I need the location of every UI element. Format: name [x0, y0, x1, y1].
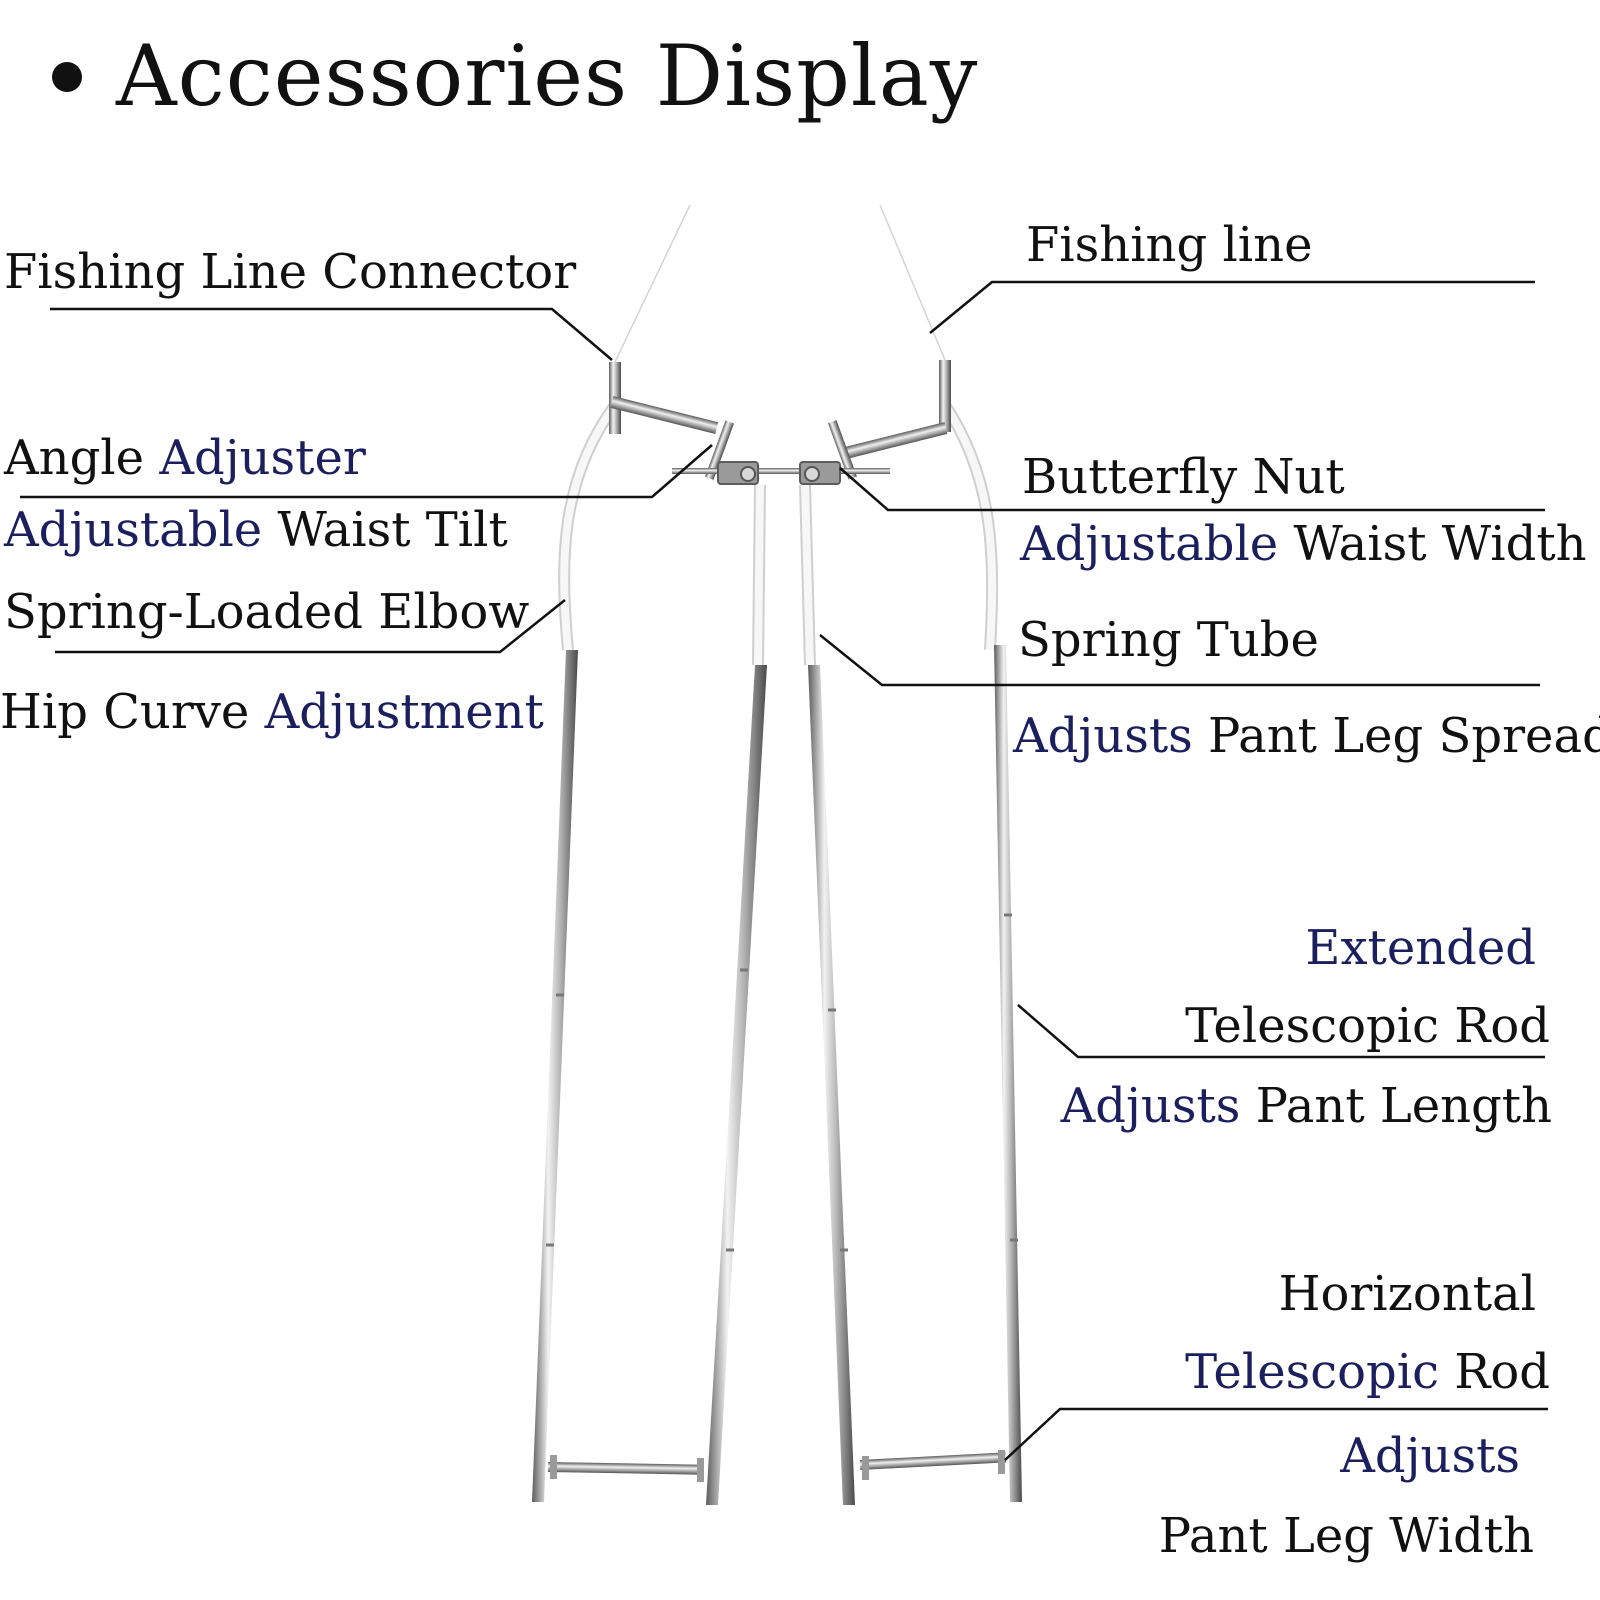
spring-tubes	[558, 401, 999, 666]
telescopic-rods	[532, 645, 1022, 1505]
page-title: Accessories Display	[52, 26, 978, 126]
label-extended: Extended	[1305, 920, 1536, 976]
label-fishing-line-connector: Fishing Line Connector	[4, 244, 577, 300]
page-title-text: Accessories Display	[116, 27, 979, 125]
waist-hardware	[672, 420, 890, 485]
fishing-line-connectors	[609, 360, 951, 460]
fishing-lines	[614, 204, 946, 363]
label-pant-leg-width: Pant Leg Width	[1158, 1508, 1534, 1564]
label-butterfly-nut: Butterfly Nut	[1022, 449, 1345, 505]
label-spring-tube: Spring Tube	[1018, 612, 1319, 668]
label-spring-loaded-elbow: Spring-Loaded Elbow	[4, 584, 530, 640]
label-adjusts-pant-length: Adjusts Pant Length	[1060, 1078, 1552, 1134]
leader-lines	[20, 280, 1548, 1461]
label-adjustable-waist-width: Adjustable Waist Width	[1020, 516, 1587, 572]
label-adjusts: Adjusts	[1340, 1428, 1520, 1484]
label-fishing-line: Fishing line	[1026, 217, 1313, 273]
label-adjustable-waist-tilt: Adjustable Waist Tilt	[4, 502, 508, 558]
label-adjusts-pant-leg-spread: Adjusts Pant Leg Spread	[1013, 708, 1600, 764]
horizontal-rods	[547, 1450, 1007, 1482]
bullet-icon	[52, 62, 82, 92]
label-hip-curve-adjustment: Hip Curve Adjustment	[0, 684, 544, 740]
label-horizontal: Horizontal	[1278, 1266, 1536, 1322]
label-telescopic-rod: Telescopic Rod	[1185, 998, 1550, 1054]
label-angle-adjuster: Angle Adjuster	[4, 430, 366, 486]
label-horizontal-telescopic-rod: Telescopic Rod	[1185, 1344, 1550, 1400]
